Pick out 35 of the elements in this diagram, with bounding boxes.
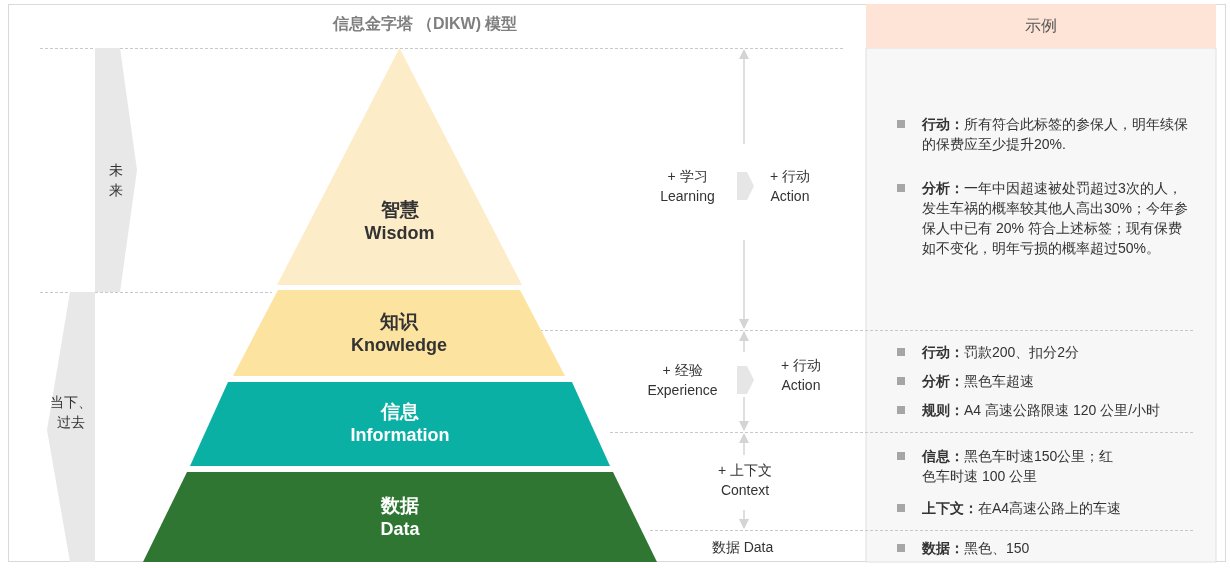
layer-subtitle: Knowledge: [350, 335, 448, 357]
pyramid-layer: [143, 472, 657, 562]
example-text: 信息：黑色车时速150公里；红色车时速 100 公里: [922, 447, 1115, 486]
example-text: 分析：黑色车超速: [922, 372, 1035, 391]
title: 信息金字塔 （DIKW) 模型: [331, 14, 519, 34]
pyramid-layer: [277, 48, 522, 285]
chevron-band: [47, 292, 95, 562]
layer-title: 知识: [379, 311, 419, 334]
pyramid-layer: [233, 290, 565, 376]
layer-subtitle: Wisdom: [363, 223, 436, 245]
step-text: + 经验 Experience: [646, 361, 719, 400]
layer-title: 数据: [380, 495, 420, 518]
header-text: 示例: [1024, 16, 1058, 36]
layer-title: 信息: [379, 401, 420, 424]
chevron-band: [95, 48, 137, 292]
header-band: [866, 4, 1216, 48]
step-text: + 学习 Learning: [659, 167, 716, 206]
band-label: 当下、过去: [49, 393, 93, 432]
step-text: + 行动 Action: [768, 167, 812, 206]
example-text: 行动：罚款200、扣分2分: [922, 343, 1081, 362]
layer-subtitle: Data: [379, 519, 421, 541]
band-label: 未来: [108, 161, 124, 200]
layer-title: 智慧: [379, 199, 420, 222]
example-text: 上下文：在A4高速公路上的车速: [922, 499, 1123, 518]
chevron-arrow: [737, 172, 754, 200]
example-text: 规则：A4 高速公路限速 120 公里/小时: [922, 401, 1162, 420]
example-text: 数据：黑色、150: [922, 539, 1031, 558]
step-text: + 行动 Action: [779, 356, 823, 395]
layer-subtitle: Information: [349, 425, 451, 447]
example-text: 行动：所有符合此标签的参保人，明年续保的保费应至少提升20%.: [922, 115, 1189, 154]
pyramid-layer: [190, 382, 610, 466]
chevron-arrow: [737, 366, 754, 394]
example-text: 分析：一年中因超速被处罚超过3次的人，发生车祸的概率较其他人高出30%；今年参保人中已有 20% 符合上述标签；现有保费如不变化，明年亏损的概率超过50%。: [922, 179, 1190, 258]
step-text: + 上下文 Context: [716, 461, 774, 500]
step-text: 数据 Data: [710, 538, 775, 557]
